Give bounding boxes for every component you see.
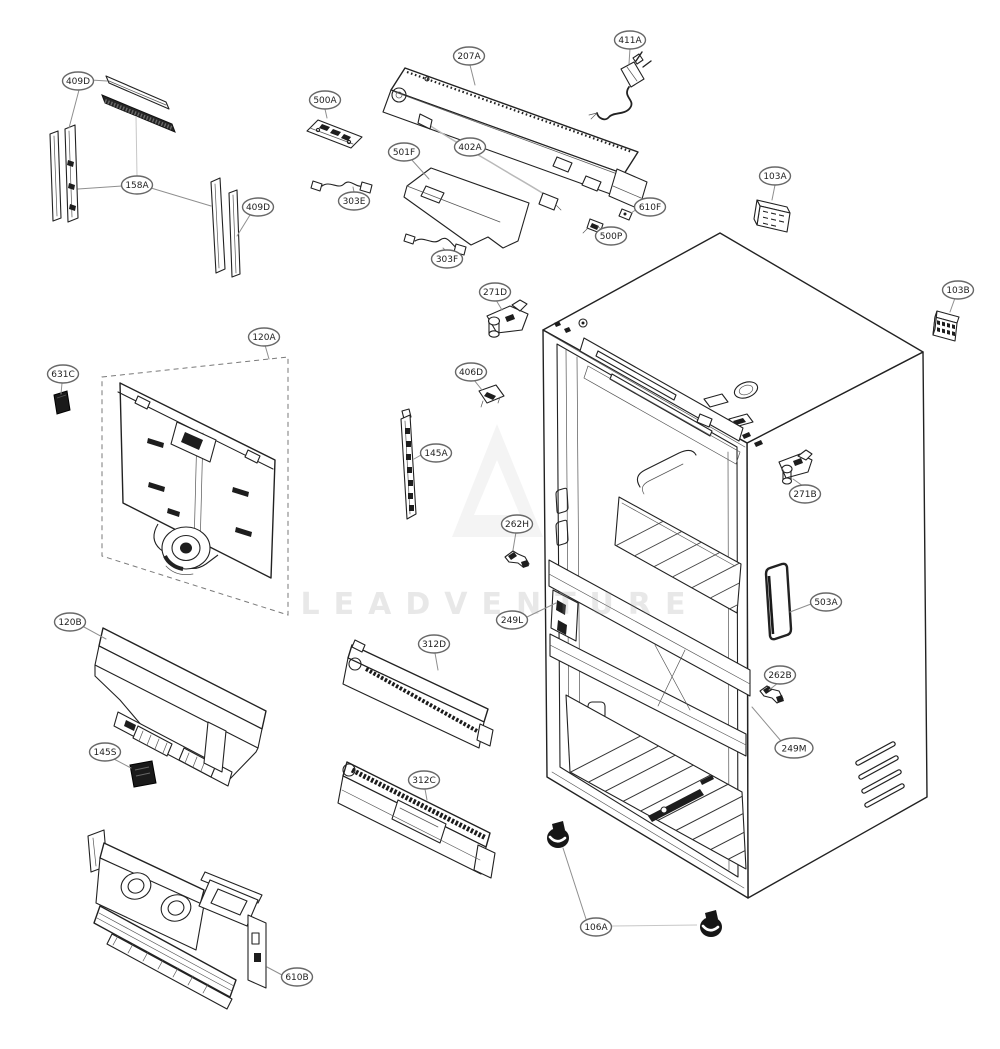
svg-text:500A: 500A [313,96,337,106]
bracket-406d [478,384,505,408]
part-labels: 409D 158A 409D 500A 207A 402A 501F 303E … [46,30,975,987]
watermark-text: LEADVENTURE [301,587,700,622]
svg-text:249M: 249M [782,744,807,754]
svg-text:120A: 120A [252,333,276,343]
duct-312c [337,761,496,879]
part-label-262b: 262B [763,665,797,685]
svg-text:631C: 631C [51,370,74,380]
svg-text:120B: 120B [58,618,81,628]
wire-303f [403,233,467,256]
svg-text:106A: 106A [584,923,608,933]
cabinet-case [542,232,928,899]
power-cord-411a [588,51,652,121]
part-label-303e: 303E [337,191,371,211]
bracket-262h [504,550,530,568]
hinge-assembly-271d [486,299,529,338]
svg-text:103A: 103A [763,172,787,182]
part-label-500p: 500P [594,226,628,246]
leveling-feet-106a [547,821,722,937]
vented-cover-103a [753,199,791,233]
watermark: LEADVENTURE [301,424,700,622]
svg-text:103B: 103B [946,286,969,296]
part-145s [129,760,157,788]
foot-front-right [700,910,722,937]
part-label-106a: 106A [579,917,613,937]
part-label-145a: 145A [419,443,453,463]
svg-text:207A: 207A [457,52,481,62]
bracket-262b [759,685,784,704]
svg-text:158A: 158A [125,181,149,191]
svg-text:409D: 409D [246,203,270,213]
part-label-402a: 402A [453,137,487,157]
part-label-249m: 249M [774,737,814,759]
door-trim-strips [49,75,241,278]
svg-text:503A: 503A [814,598,838,608]
part-label-610b: 610B [280,967,314,987]
part-label-103b: 103B [941,280,975,300]
svg-text:610F: 610F [639,203,661,213]
part-label-158a: 158A [120,175,154,195]
part-label-303f: 303F [430,249,464,269]
pcb-assembly-500a [306,119,363,149]
side-vent-slots [855,741,905,808]
part-label-262h: 262H [500,514,534,534]
svg-text:312C: 312C [412,776,435,786]
svg-text:303E: 303E [343,197,366,207]
svg-text:262B: 262B [768,671,791,681]
svg-text:145A: 145A [424,449,448,459]
part-label-500a: 500A [308,90,342,110]
part-label-249l: 249L [495,610,529,630]
hinge-assembly-271b [778,449,813,485]
svg-text:610B: 610B [285,973,308,983]
svg-text:411A: 411A [618,36,642,46]
part-label-271d: 271D [478,282,512,302]
svg-text:406D: 406D [459,368,483,378]
clip-610f [618,208,633,221]
grid-cover-103b [932,310,960,342]
part-label-610f: 610F [633,197,667,217]
pad-631c [53,390,71,415]
grille-panel-120a [101,356,289,616]
part-label-207a: 207A [452,46,486,66]
top-cover-207a [382,67,648,210]
svg-text:312D: 312D [422,640,446,650]
part-label-501f: 501F [387,142,421,162]
svg-text:271D: 271D [483,288,507,298]
part-label-145s: 145S [88,742,122,762]
part-label-409d-1: 409D [61,71,95,91]
leader-lines [60,47,956,976]
part-label-312c: 312C [407,770,441,790]
svg-text:145S: 145S [94,748,117,758]
svg-text:249L: 249L [501,616,523,626]
svg-text:402A: 402A [458,143,482,153]
part-label-503a: 503A [809,592,843,612]
svg-text:271B: 271B [793,490,816,500]
foot-front-left [547,821,569,848]
rail-145a [400,408,417,520]
part-label-312d: 312D [417,634,451,654]
part-label-411a: 411A [613,30,647,50]
svg-text:409D: 409D [66,77,90,87]
part-label-120b: 120B [53,612,87,632]
wire-303e [310,180,373,194]
part-label-120a: 120A [247,327,281,347]
cover-120b [94,627,267,787]
panel-503a [764,562,793,641]
part-label-406d: 406D [454,362,488,382]
svg-text:262H: 262H [505,520,529,530]
svg-text:501F: 501F [393,148,415,158]
svg-text:500P: 500P [600,232,623,242]
wire-harness-402a [417,113,562,211]
part-label-409d-2: 409D [241,197,275,217]
machine-compartment-610b [87,829,267,1010]
cover-plate-501f [403,167,530,249]
part-label-271b: 271B [788,484,822,504]
part-label-103a: 103A [758,166,792,186]
duct-312d [342,639,494,749]
part-label-631c: 631C [46,364,80,384]
svg-text:303F: 303F [436,255,458,265]
bracket-249l [550,589,579,642]
